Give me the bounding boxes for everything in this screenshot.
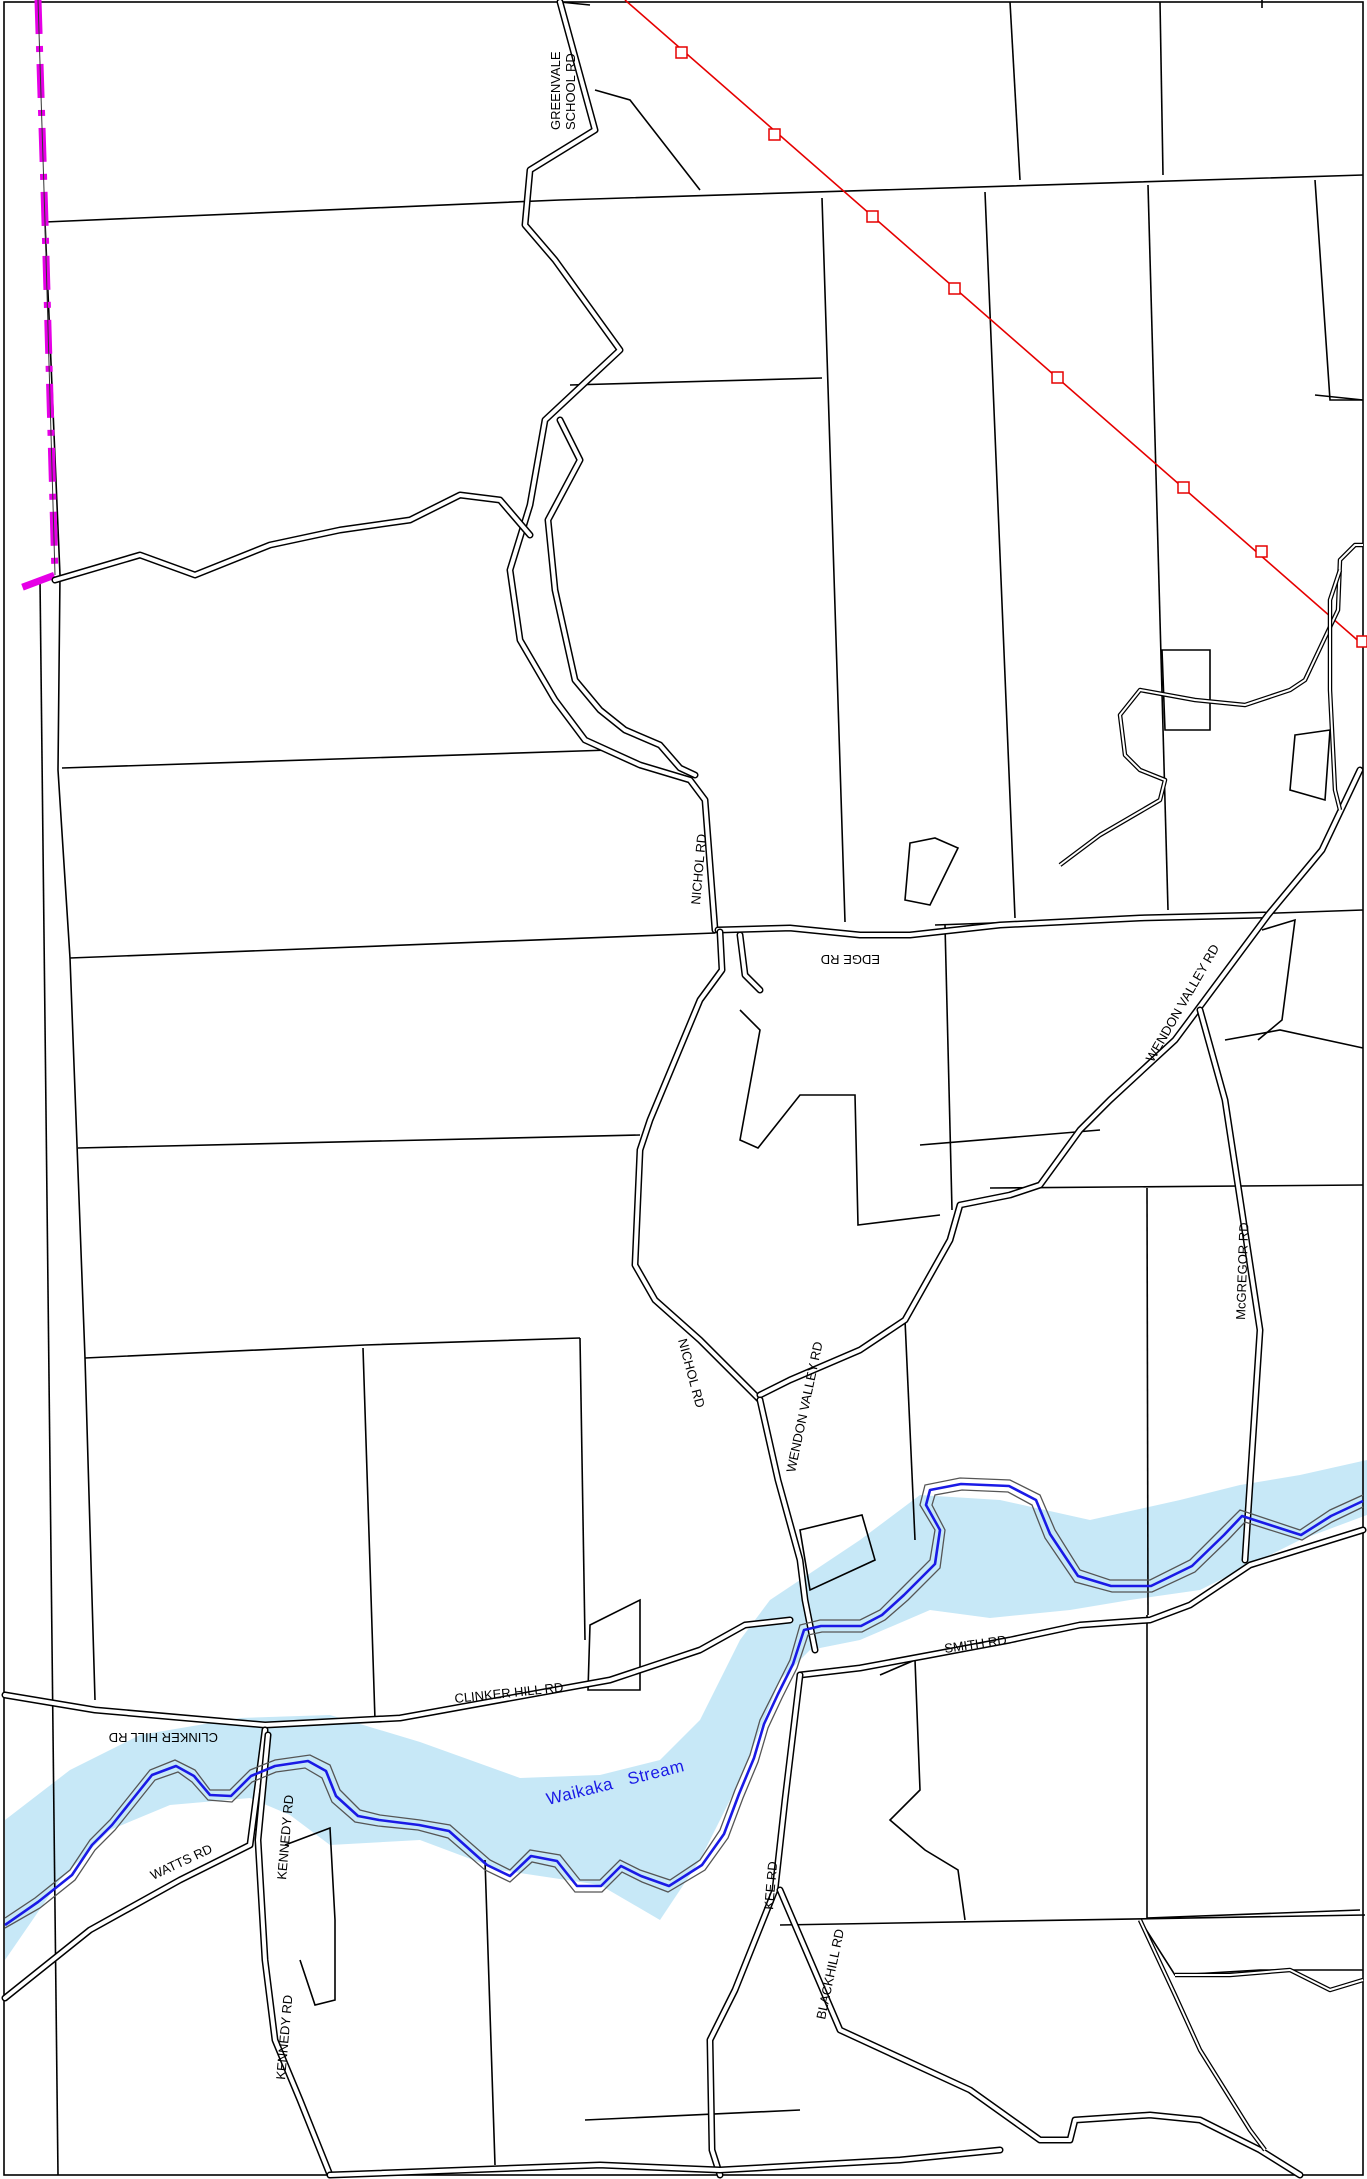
- road-label-mcgregor-rd: McGREGOR RD: [1233, 1222, 1251, 1320]
- pylon-icon: [675, 46, 1367, 648]
- road-label-edge-rd: EDGE RD: [821, 952, 880, 967]
- road-label-clinker-hill-rd-west: CLINKER HILL RD: [109, 1730, 218, 1745]
- road-label-greenvale-school-rd: GREENVALE SCHOOL RD: [548, 48, 578, 130]
- powerline: [624, 0, 1367, 648]
- road-label-kennedy-rd-south: KENNEDY RD: [273, 1994, 295, 2080]
- stream-banks: [4, 1477, 1364, 1929]
- road-label-kennedy-rd-north: KENNEDY RD: [274, 1794, 296, 1880]
- road-label-wendon-valley-rd-south: WENDON VALLEY RD: [783, 1340, 825, 1473]
- floodplain-area: [5, 1460, 1367, 1960]
- parcel-boundaries: [3, 0, 1366, 2176]
- district-boundary: [13, 0, 59, 594]
- waikaka-stream: [4, 1482, 1364, 1927]
- road-label-clinker-hill-rd-east: CLINKER HILL RD: [454, 1680, 564, 1706]
- road-label-smith-rd: SMITH RD: [943, 1632, 1007, 1656]
- road-label-kee-rd: KEE RD: [761, 1861, 780, 1911]
- road-label-nichol-rd-north: NICHOL RD: [688, 833, 709, 905]
